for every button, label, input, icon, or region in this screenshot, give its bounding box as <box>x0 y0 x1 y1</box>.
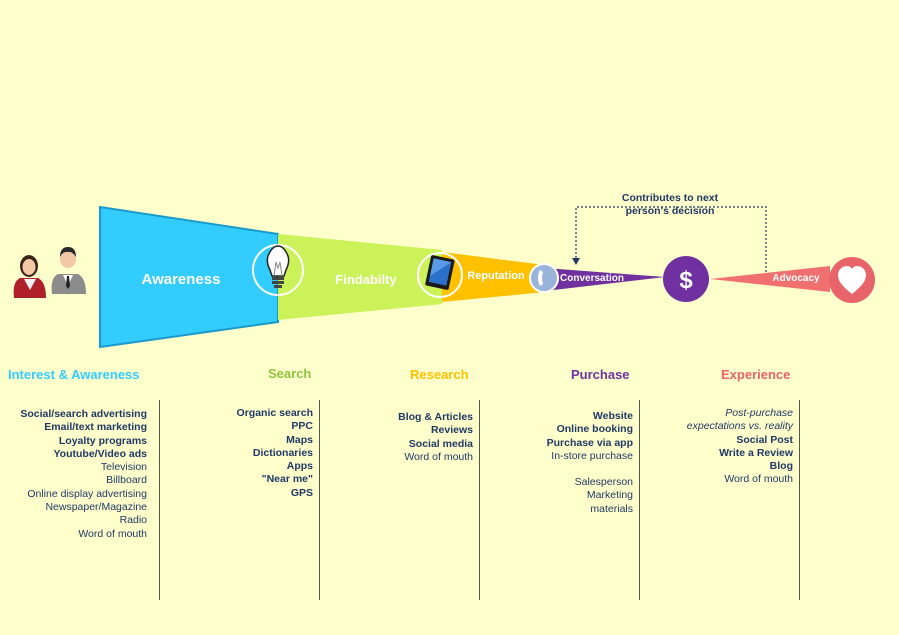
list-item: Word of mouth <box>724 473 793 486</box>
list-item: Word of mouth <box>78 527 147 540</box>
list-item: Youtube/Video ads <box>53 447 147 460</box>
list-item: Apps <box>286 460 313 473</box>
stage-label-interest: Interest & Awareness <box>8 367 140 382</box>
list-item: Maps <box>286 433 313 446</box>
list-item: Dictionaries <box>252 446 313 459</box>
heart-icon <box>829 257 875 303</box>
list-item: materials <box>590 502 633 515</box>
reputation-segment <box>442 252 545 302</box>
findability-label: Findabilty <box>335 272 397 287</box>
feedback-note: Contributes to next person's decision <box>621 192 719 217</box>
list-item: Write a Review <box>719 446 793 459</box>
list-item: Social/search advertising <box>20 408 147 420</box>
list-item: Email/text marketing <box>44 421 147 434</box>
stage-label-search: Search <box>268 366 312 381</box>
svg-text:$: $ <box>679 267 693 294</box>
list-item: GPS <box>290 486 313 499</box>
list-item: "Near me" <box>261 473 313 486</box>
phone-icon <box>529 263 559 293</box>
list-item: expectations vs. reality <box>686 420 793 433</box>
list-item: Marketing <box>586 489 633 502</box>
feedback-arrow <box>572 206 767 272</box>
list-item: Post-purchase <box>725 407 793 419</box>
research-channel-list: Blog & Articles Reviews Social media Wor… <box>398 411 473 464</box>
list-item: Organic search <box>236 407 313 419</box>
lightbulb-icon <box>252 244 304 296</box>
reputation-label: Reputation <box>467 270 525 282</box>
list-item: Billboard <box>106 474 147 487</box>
list-item: In-store purchase <box>551 449 633 462</box>
list-item: Radio <box>119 514 147 527</box>
awareness-label: Awareness <box>142 271 221 288</box>
list-item: Social Post <box>736 433 793 446</box>
stage-label-experience: Experience <box>721 367 791 382</box>
stage-label-purchase: Purchase <box>571 367 630 382</box>
list-item: PPC <box>291 420 313 433</box>
list-item: Purchase via app <box>546 436 633 449</box>
list-item: Blog <box>769 460 793 473</box>
list-item: Blog & Articles <box>398 411 473 423</box>
list-item: Word of mouth <box>404 450 473 463</box>
tablet-icon <box>417 252 463 298</box>
divider <box>479 400 480 600</box>
divider <box>159 400 160 600</box>
findability-segment <box>278 234 442 320</box>
people-icon <box>13 247 86 298</box>
conversation-segment <box>545 268 665 291</box>
list-item: Reviews <box>430 424 473 437</box>
conversation-label: Conversation <box>560 273 624 284</box>
list-item: Online display advertising <box>27 487 147 500</box>
awareness-segment <box>99 205 279 349</box>
list-item: Website <box>592 410 633 422</box>
list-item: Newspaper/Magazine <box>45 501 147 514</box>
list-item: Online booking <box>556 423 633 436</box>
dollar-icon: $ <box>663 256 709 302</box>
divider <box>799 400 800 600</box>
experience-channel-list: Post-purchase expectations vs. reality S… <box>687 407 793 487</box>
purchase-channel-list: Website Online booking Purchase via app … <box>547 410 633 516</box>
divider <box>639 400 640 600</box>
stage-label-research: Research <box>410 367 469 382</box>
list-item: Salesperson <box>574 476 633 489</box>
advocacy-label: Advocacy <box>772 273 820 284</box>
list-item: Loyalty programs <box>58 434 147 447</box>
list-item: Television <box>100 461 147 474</box>
advocacy-segment <box>710 266 830 292</box>
interest-channel-list: Social/search advertising Email/text mar… <box>20 408 147 541</box>
search-channel-list: Organic search PPC Maps Dictionaries App… <box>237 407 313 500</box>
divider <box>319 400 320 600</box>
list-item: Social media <box>408 437 473 450</box>
